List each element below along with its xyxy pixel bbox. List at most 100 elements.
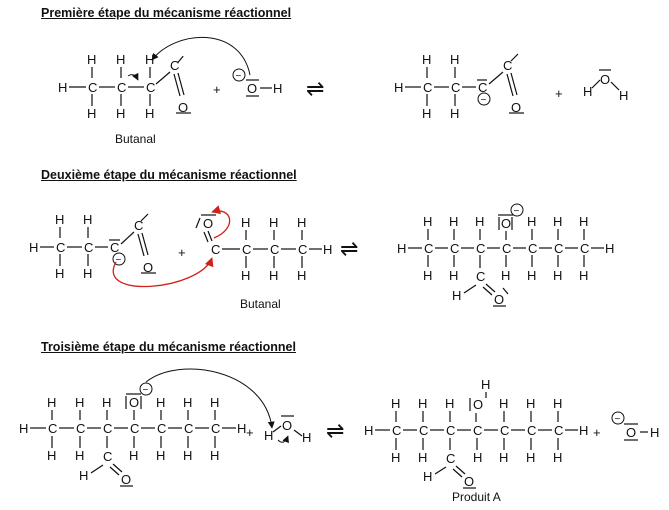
butanal-label-step1: Butanal (115, 132, 156, 146)
svg-text:C: C (392, 423, 401, 438)
svg-text:H: H (481, 377, 490, 392)
step1-butanal: H C C C C O H H H H H H (58, 52, 191, 121)
svg-text:H: H (397, 241, 406, 256)
equilibrium-arrow: ⇌ (340, 236, 358, 261)
svg-text:H: H (210, 395, 219, 410)
step1-title: Première étape du mécanisme réactionnel (41, 6, 292, 20)
svg-text:C: C (473, 423, 482, 438)
svg-text:H: H (116, 52, 125, 67)
svg-text:H: H (83, 266, 92, 281)
svg-text:H: H (583, 84, 592, 99)
svg-text:C: C (134, 218, 143, 233)
svg-text:H: H (269, 268, 278, 283)
svg-text:O: O (511, 100, 521, 115)
svg-text:H: H (553, 214, 562, 229)
svg-text:H: H (116, 106, 125, 121)
step2-enolate: H C C C − C O H H H H (29, 212, 156, 281)
plus-sign: + (213, 82, 221, 97)
svg-text:C: C (130, 421, 139, 436)
svg-text:H: H (183, 395, 192, 410)
svg-text:H: H (55, 212, 64, 227)
svg-text:C: C (500, 423, 509, 438)
svg-text:C: C (84, 240, 93, 255)
butanal-label-step2: Butanal (240, 297, 281, 311)
produit-a-structure: H C C C C C C C H H H H H H H H H H H H … (364, 377, 588, 489)
svg-text:H: H (418, 450, 427, 465)
svg-text:H: H (423, 268, 432, 283)
svg-text:H: H (364, 423, 373, 438)
svg-text:H: H (579, 268, 588, 283)
svg-text:H: H (55, 266, 64, 281)
step1-hydroxide: − O H (232, 68, 282, 97)
svg-text:H: H (527, 214, 536, 229)
svg-text:H: H (423, 214, 432, 229)
svg-text:O: O (600, 72, 610, 87)
svg-text:C: C (184, 421, 193, 436)
svg-text:C: C (211, 242, 220, 257)
svg-text:H: H (449, 268, 458, 283)
svg-text:H: H (553, 396, 562, 411)
step1-enolate: H C C C − C O H H H H (394, 52, 524, 121)
step1-curved-arrow (151, 36, 251, 76)
svg-text:C: C (48, 421, 57, 436)
svg-text:C: C (476, 269, 485, 284)
equilibrium-arrow: ⇌ (326, 418, 344, 443)
svg-text:O: O (121, 472, 131, 487)
svg-text:C: C (298, 242, 307, 257)
svg-text:H: H (75, 448, 84, 463)
svg-text:H: H (83, 212, 92, 227)
svg-text:H: H (579, 214, 588, 229)
svg-text:C: C (211, 421, 220, 436)
plus-sign: + (555, 86, 563, 101)
svg-text:C: C (503, 58, 512, 73)
svg-text:C: C (451, 80, 460, 95)
svg-text:H: H (210, 448, 219, 463)
svg-text:C: C (478, 80, 487, 95)
svg-text:−: − (481, 95, 487, 106)
svg-text:H: H (445, 396, 454, 411)
svg-text:O: O (129, 395, 139, 410)
svg-text:O: O (464, 474, 474, 489)
svg-text:H: H (87, 52, 96, 67)
svg-text:O: O (143, 260, 153, 275)
svg-text:C: C (527, 423, 536, 438)
svg-text:H: H (241, 268, 250, 283)
svg-text:C: C (103, 449, 112, 464)
svg-text:C: C (146, 80, 155, 95)
svg-text:H: H (323, 242, 332, 257)
svg-text:H: H (499, 450, 508, 465)
svg-text:C: C (446, 451, 455, 466)
svg-text:H: H (450, 52, 459, 67)
step3-title: Troisième étape du mécanisme réactionnel (41, 340, 296, 354)
svg-text:C: C (450, 241, 459, 256)
plus-sign: + (178, 245, 186, 260)
svg-text:O: O (473, 397, 483, 412)
svg-text:H: H (156, 448, 165, 463)
step2-curved-arrow-attack (112, 257, 214, 288)
svg-text:H: H (129, 448, 138, 463)
svg-text:H: H (475, 214, 484, 229)
svg-text:C: C (88, 80, 97, 95)
step3-water: H O H (264, 415, 311, 445)
svg-text:C: C (117, 80, 126, 95)
svg-text:H: H (264, 428, 273, 443)
svg-text:C: C (419, 423, 428, 438)
svg-text:C: C (528, 241, 537, 256)
svg-text:H: H (75, 395, 84, 410)
svg-text:O: O (203, 216, 213, 231)
svg-text:H: H (29, 240, 38, 255)
svg-text:H: H (452, 288, 461, 303)
svg-text:H: H (423, 469, 432, 484)
svg-text:H: H (241, 215, 250, 230)
svg-text:H: H (58, 80, 67, 95)
svg-text:H: H (449, 214, 458, 229)
minus-charge: − (236, 71, 242, 82)
produit-a-hydroxide: − O H (611, 411, 659, 441)
svg-text:H: H (553, 268, 562, 283)
svg-text:H: H (527, 268, 536, 283)
svg-text:H: H (605, 241, 614, 256)
svg-text:O: O (626, 425, 636, 440)
svg-text:C: C (110, 240, 119, 255)
svg-text:H: H (391, 396, 400, 411)
equilibrium-arrow: ⇌ (306, 76, 324, 101)
